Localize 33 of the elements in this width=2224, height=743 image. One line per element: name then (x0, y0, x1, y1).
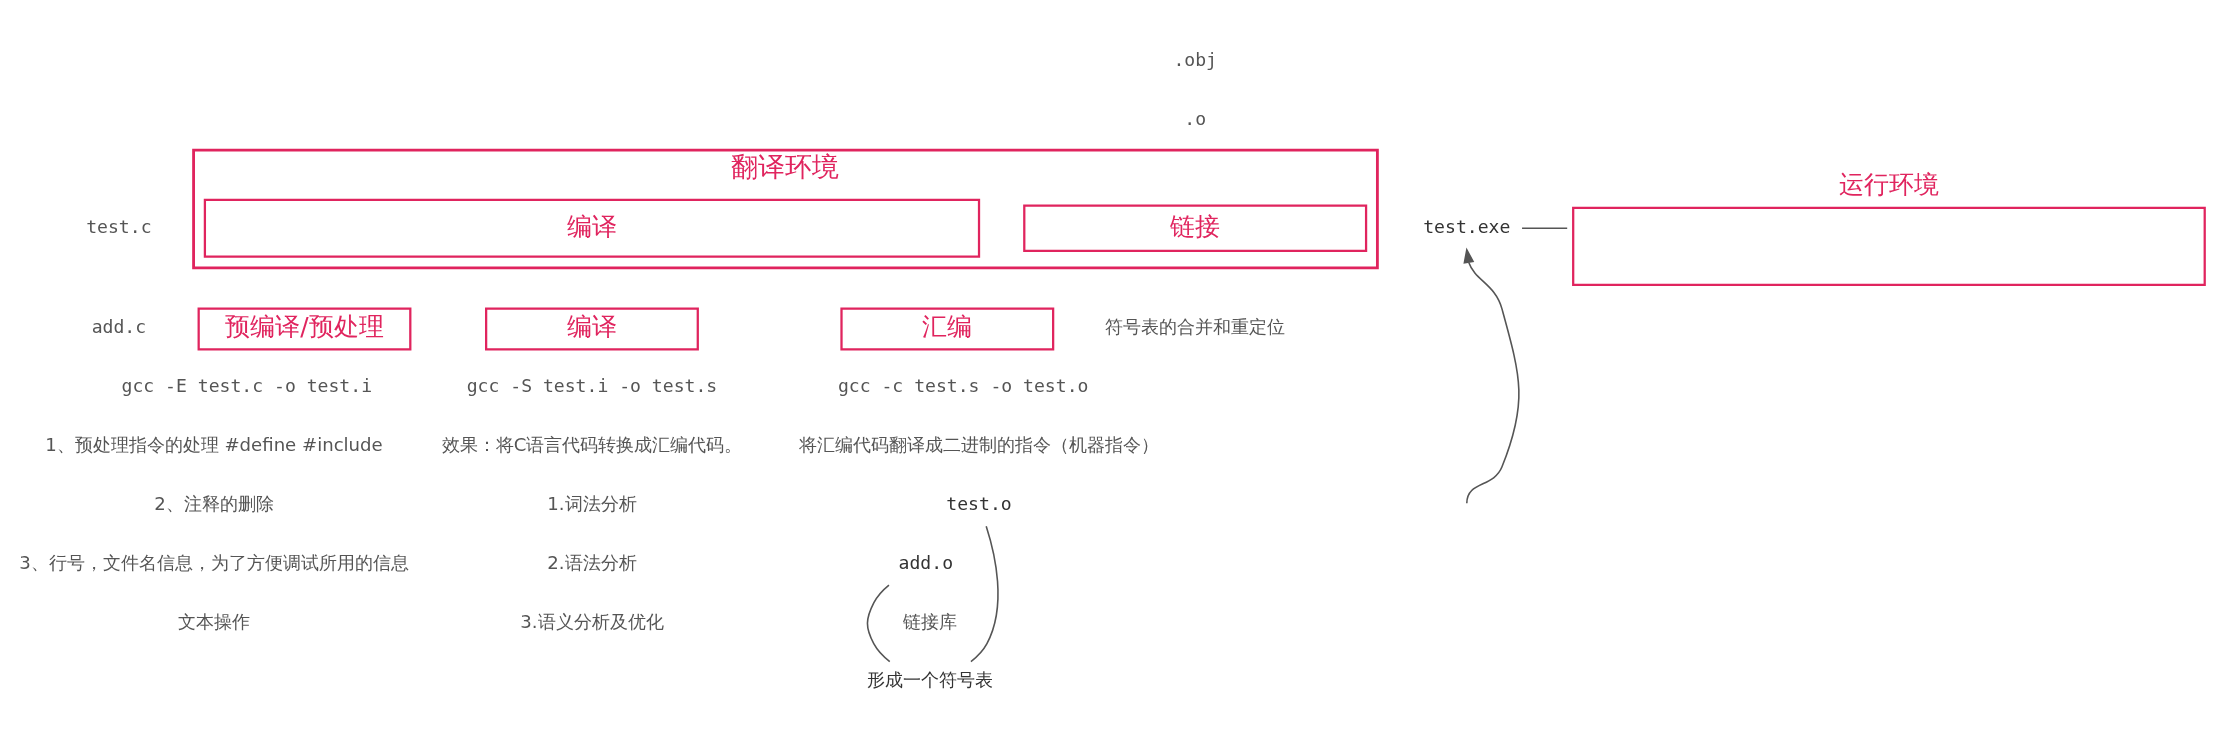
node-box: 编译 (203, 198, 981, 258)
node-label: 1.词法分析 (547, 492, 637, 514)
node-label: 1、预处理指令的处理 #define #include (45, 433, 383, 455)
arrow (1463, 246, 1520, 504)
node-text: 形成一个符号表 (867, 668, 994, 690)
label: add.c (91, 315, 147, 337)
connector (866, 583, 891, 662)
node-text: add.o (898, 551, 954, 573)
node-label: 2.语法分析 (547, 551, 637, 573)
node-label: 效果：将C语言代码转换成汇编代码。 (441, 433, 743, 455)
node-label: gcc -c test.s -o test.o (837, 374, 1089, 396)
node-label: 符号表的合并和重定位 (1105, 315, 1286, 337)
node-box (1572, 206, 2206, 286)
node-label: gcc -E test.c -o test.i (121, 374, 373, 396)
node-text: test.exe (1423, 215, 1511, 237)
node-box: 预编译/预处理 (197, 307, 412, 350)
node-label: 3.语义分析及优化 (520, 610, 664, 632)
node-box: 编译 (485, 307, 699, 350)
node-text: test.o (946, 492, 1012, 514)
node-label: gcc -S test.i -o test.s (466, 374, 718, 396)
label: 链接库 (903, 610, 958, 632)
node-box: 链接 (1023, 204, 1368, 252)
label: .obj (1173, 48, 1217, 70)
node-label: 将汇编代码翻译成二进制的指令（机器指令） (799, 433, 1160, 455)
node-label: 运行环境 (1839, 169, 1940, 199)
label: test.c (86, 215, 152, 237)
connector (1521, 227, 1568, 229)
node-label: 2、注释的删除 (154, 492, 274, 514)
node-label: 文本操作 (177, 610, 250, 632)
node-label: 3、行号，文件名信息，为了方便调试所用的信息 (19, 551, 409, 573)
connector (970, 524, 999, 662)
node-box: 汇编 (840, 307, 1055, 350)
label: .o (1184, 107, 1207, 129)
